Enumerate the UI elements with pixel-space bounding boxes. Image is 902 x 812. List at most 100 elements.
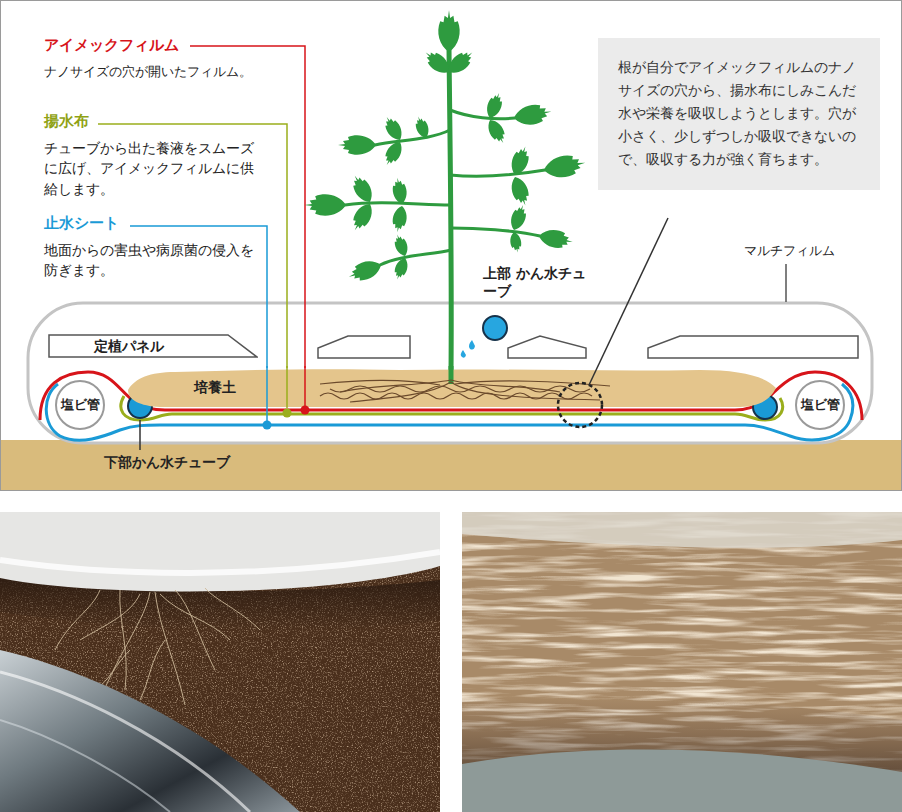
water-drop <box>469 340 475 350</box>
plant-leaves <box>304 10 587 285</box>
leaf <box>346 257 384 285</box>
leader-dot <box>301 406 310 415</box>
part-note: チューブから出た養液をスムーズに広げ、アイメックフィルムに供給します。 <box>44 138 264 199</box>
pvc-pipe-text: 塩ビ管 <box>801 397 840 414</box>
base-sheet <box>462 750 902 812</box>
leader-dot <box>263 421 272 430</box>
leaf <box>304 194 346 215</box>
part-name: 上部 かん水チューブ <box>483 264 588 300</box>
leader-line <box>266 366 268 421</box>
tube-highlight <box>0 720 170 812</box>
root <box>205 588 260 630</box>
diagram-frame <box>1 1 902 491</box>
leaf <box>542 152 587 180</box>
leaf <box>444 46 477 77</box>
plant-branch <box>450 110 515 119</box>
ground-band <box>1 440 901 490</box>
water-drop <box>461 350 466 358</box>
leader-line <box>785 264 787 302</box>
leader-line <box>286 366 288 408</box>
leaf <box>508 144 533 178</box>
part-note: ナノサイズの穴が開いたフィルム。 <box>44 64 294 81</box>
leaf <box>381 114 406 144</box>
leaf <box>484 91 506 121</box>
film-highlight <box>0 552 440 573</box>
plant-stem <box>449 48 451 372</box>
pvc-pipe: 塩ビ管 <box>55 380 105 430</box>
leaf <box>391 177 409 206</box>
photo-soil-roots <box>0 512 440 812</box>
leaf <box>348 172 377 206</box>
planting-panel <box>318 336 410 358</box>
plant-branch <box>450 170 545 176</box>
root <box>455 381 610 386</box>
root <box>451 382 600 400</box>
mesh-film <box>462 512 902 548</box>
root-mat-texture <box>462 512 902 812</box>
plant <box>345 48 545 372</box>
root <box>120 590 126 690</box>
part-name: 下部かん水チューブ <box>104 453 230 471</box>
pipe-outline <box>56 381 104 429</box>
root <box>350 382 451 402</box>
root <box>330 386 590 392</box>
root <box>80 594 140 640</box>
planting-panel-text: 定植パネル <box>94 337 164 355</box>
part-note: 地面からの害虫や病原菌の侵入を防ぎます。 <box>44 240 256 281</box>
leaf <box>392 233 411 258</box>
white-film <box>0 512 440 592</box>
plant-branch <box>380 250 451 265</box>
pvc-pipe-text: 塩ビ管 <box>61 397 100 414</box>
leaf <box>391 205 409 234</box>
leaf <box>508 203 530 233</box>
root <box>55 590 100 650</box>
upper-irrigation-tube <box>483 316 507 340</box>
leader-dot <box>283 409 292 418</box>
clear-tube <box>0 650 300 812</box>
leader-line <box>139 420 141 450</box>
soil-band: 培養土 <box>128 366 778 408</box>
root <box>160 594 230 640</box>
leaf <box>392 256 411 281</box>
planting-panel <box>648 336 858 358</box>
pipe-outline <box>796 381 844 429</box>
root <box>175 590 215 670</box>
part-heading: 止水シート <box>44 214 119 234</box>
leader-line <box>304 366 306 406</box>
soil-texture <box>0 512 440 812</box>
leaf <box>484 117 509 147</box>
callout-box: 根が自分でアイメックフィルムのナノサイズの穴から、揚水布にしみこんだ水や栄養を吸… <box>598 38 880 190</box>
callout-box-text: 根が自分でアイメックフィルムのナノサイズの穴から、揚水布にしみこんだ水や栄養を吸… <box>618 56 860 171</box>
leaf <box>338 135 376 154</box>
part-name: マルチフィルム <box>744 243 835 260</box>
leaf <box>509 231 523 253</box>
panel-outline <box>49 335 257 357</box>
photo-root-mat <box>462 512 902 812</box>
leaf <box>512 102 553 128</box>
pvc-pipe: 塩ビ管 <box>795 380 845 430</box>
root <box>320 393 592 399</box>
root <box>320 380 440 385</box>
plant-branch <box>451 228 540 236</box>
leaf <box>413 115 432 140</box>
leaf <box>508 174 533 208</box>
plant-branch <box>345 203 450 205</box>
photo-ground <box>0 512 440 812</box>
plant-branch <box>375 130 450 145</box>
photo-ground <box>462 512 902 812</box>
part-heading: 揚水布 <box>44 112 89 132</box>
roots <box>320 380 610 402</box>
leaf <box>537 227 574 250</box>
part-heading: アイメックフィルム <box>44 36 179 56</box>
leaf <box>421 46 454 77</box>
plant-stem <box>449 366 454 384</box>
leaf <box>348 200 377 234</box>
leaf <box>381 139 406 169</box>
detail-circle <box>558 383 602 427</box>
leader-line <box>589 218 668 385</box>
soil-band-text: 培養土 <box>194 378 236 396</box>
leaf <box>438 10 459 52</box>
tube-highlight <box>0 672 250 812</box>
root <box>140 640 165 700</box>
